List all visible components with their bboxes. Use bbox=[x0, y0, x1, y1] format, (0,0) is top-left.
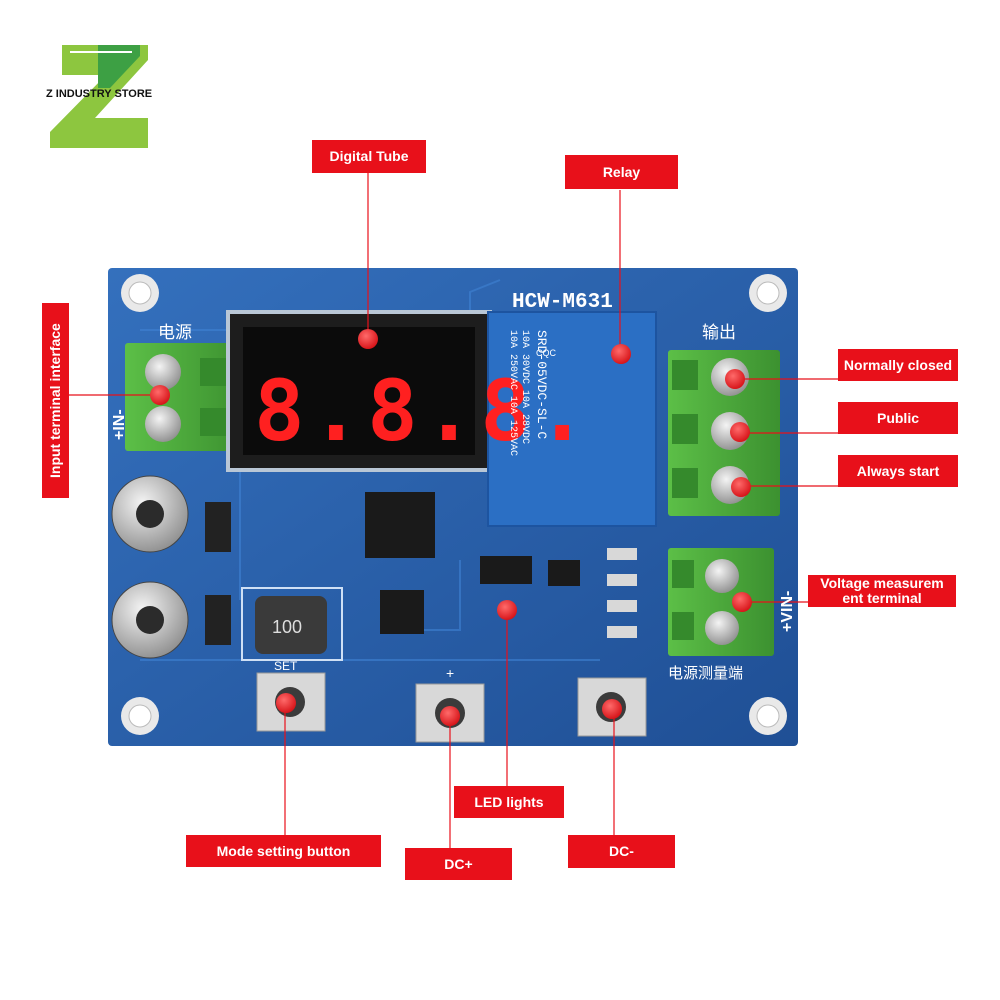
electrolytic-capacitor bbox=[111, 475, 189, 659]
callout-digital-tube: Digital Tube bbox=[312, 140, 426, 173]
inductor-marking: 100 bbox=[272, 617, 302, 637]
display-digits: 8.8.8. bbox=[254, 362, 593, 460]
measure-silkscreen: 电源测量端 bbox=[668, 664, 743, 682]
store-name: Z INDUSTRY STORE bbox=[46, 88, 153, 100]
callout-lines bbox=[67, 170, 838, 848]
relay-rating-1: 10A 250VAC 10A 125VAC bbox=[507, 330, 518, 456]
callout-relay: Relay bbox=[565, 155, 678, 189]
mounting-hole bbox=[121, 274, 787, 735]
callout-dots bbox=[150, 329, 752, 726]
board-model: HCW-M631 bbox=[512, 291, 613, 314]
relay-rating-2: 10A 30VDC 10A 28VDC bbox=[519, 330, 530, 444]
callout-mode-button: Mode setting button bbox=[186, 835, 381, 867]
callout-normally-closed: Normally closed bbox=[838, 349, 958, 381]
callout-dc-minus: DC- bbox=[568, 835, 675, 868]
in-silkscreen: +IN- bbox=[111, 409, 128, 440]
inductor bbox=[241, 587, 343, 661]
power-in-silkscreen: 电源 bbox=[158, 323, 192, 343]
smd-components bbox=[205, 492, 637, 645]
callout-voltage-terminal: Voltage measurem ent terminal bbox=[808, 575, 956, 607]
relay-brand: CQC bbox=[536, 348, 557, 358]
input-terminal-block bbox=[125, 343, 243, 451]
callout-dc-plus: DC+ bbox=[405, 848, 512, 880]
vin-silkscreen: +VIN- bbox=[779, 591, 796, 632]
store-logo bbox=[50, 45, 148, 148]
output-silkscreen: 输出 bbox=[702, 323, 736, 343]
plus-silkscreen: + bbox=[446, 665, 454, 681]
callout-led-lights: LED lights bbox=[454, 786, 564, 818]
relay-model: SRD-05VDC-SL-C bbox=[534, 330, 549, 439]
callout-voltage-line1: Voltage measurem bbox=[820, 575, 944, 592]
callout-voltage-line2: ent terminal bbox=[842, 590, 922, 606]
callout-input-terminal: Input terminal interface bbox=[42, 303, 69, 498]
callout-public: Public bbox=[838, 402, 958, 434]
set-silkscreen: SET bbox=[274, 659, 298, 673]
measure-terminal-block bbox=[668, 548, 774, 656]
callout-always-start: Always start bbox=[838, 455, 958, 487]
